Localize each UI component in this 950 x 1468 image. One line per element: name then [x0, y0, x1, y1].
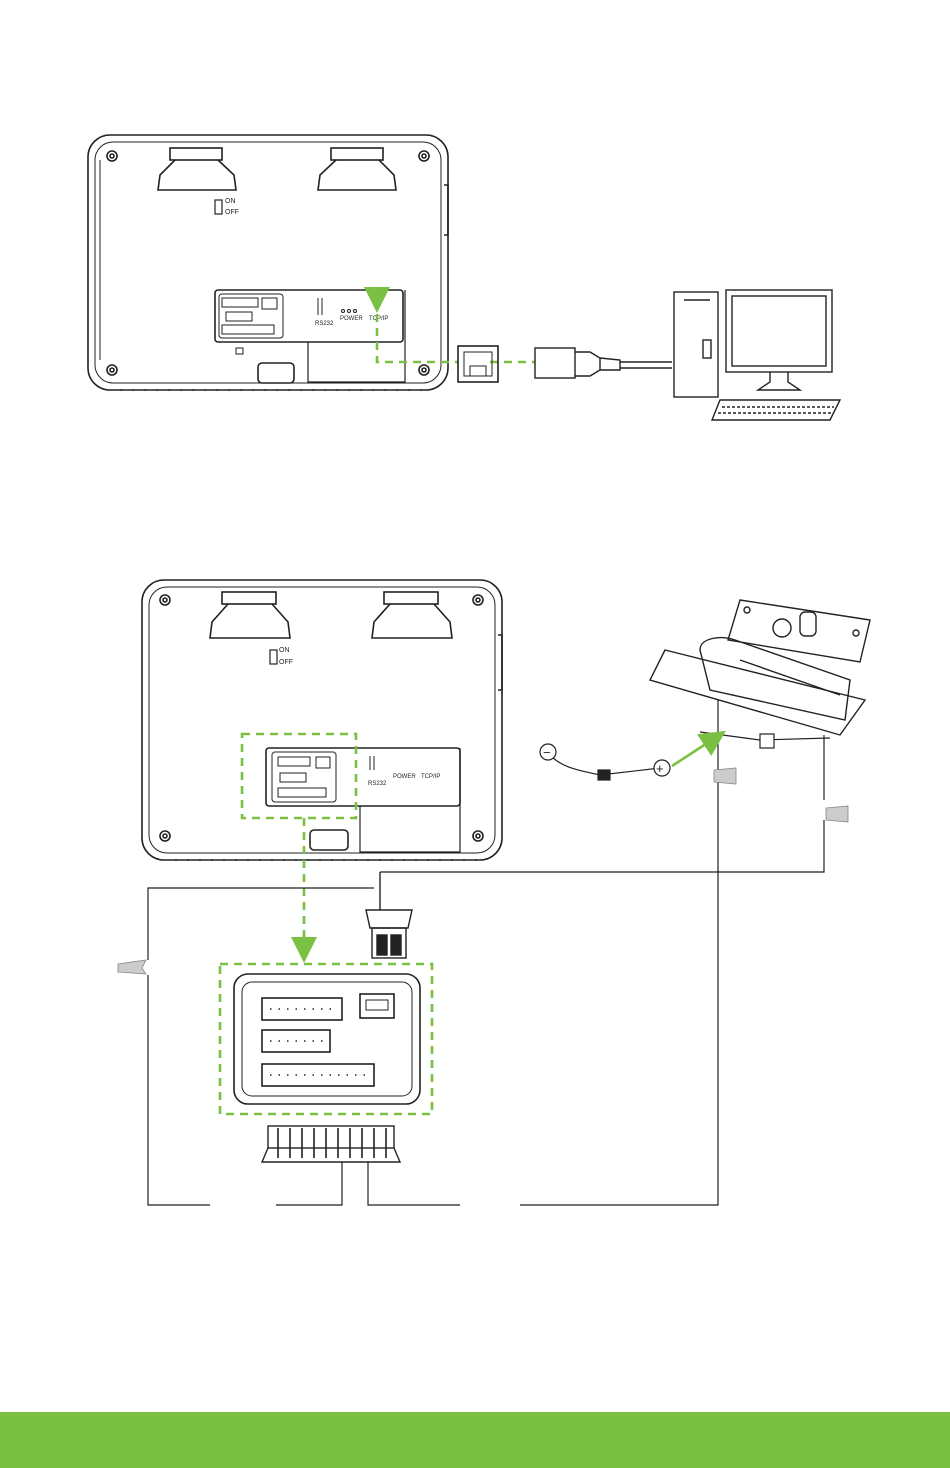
power-label: POWER	[340, 316, 363, 322]
rs232-label-2: RS232	[368, 781, 387, 787]
computer-icon	[674, 290, 840, 420]
switch-off-label-2: OFF	[279, 659, 293, 666]
enlarged-connector-block	[234, 974, 420, 1104]
footer-bar	[0, 1412, 950, 1468]
power-plug-icon	[366, 872, 412, 958]
ethernet-port-icon	[458, 346, 498, 382]
lock-arrow	[672, 738, 715, 766]
rs232-label: RS232	[315, 321, 334, 327]
network-link	[377, 300, 535, 362]
tcpip-label: TCP/IP	[369, 316, 388, 322]
switch-on-label-2: ON	[279, 647, 290, 654]
electric-lock-icon	[650, 600, 870, 735]
switch-off-label: OFF	[225, 209, 239, 216]
terminal-strip	[262, 1126, 400, 1162]
plus-symbol: +	[656, 761, 664, 776]
switch-on-label: ON	[225, 198, 236, 205]
rj45-plug-icon	[535, 348, 672, 378]
minus-symbol: −	[543, 745, 551, 760]
device-top	[88, 135, 448, 390]
power-label-2: POWER	[393, 774, 416, 780]
tcpip-label-2: TCP/IP	[421, 774, 440, 780]
wire-breaks	[118, 768, 848, 974]
device-top-labels: ON OFF RS232 POWER TCP/IP	[225, 198, 388, 327]
